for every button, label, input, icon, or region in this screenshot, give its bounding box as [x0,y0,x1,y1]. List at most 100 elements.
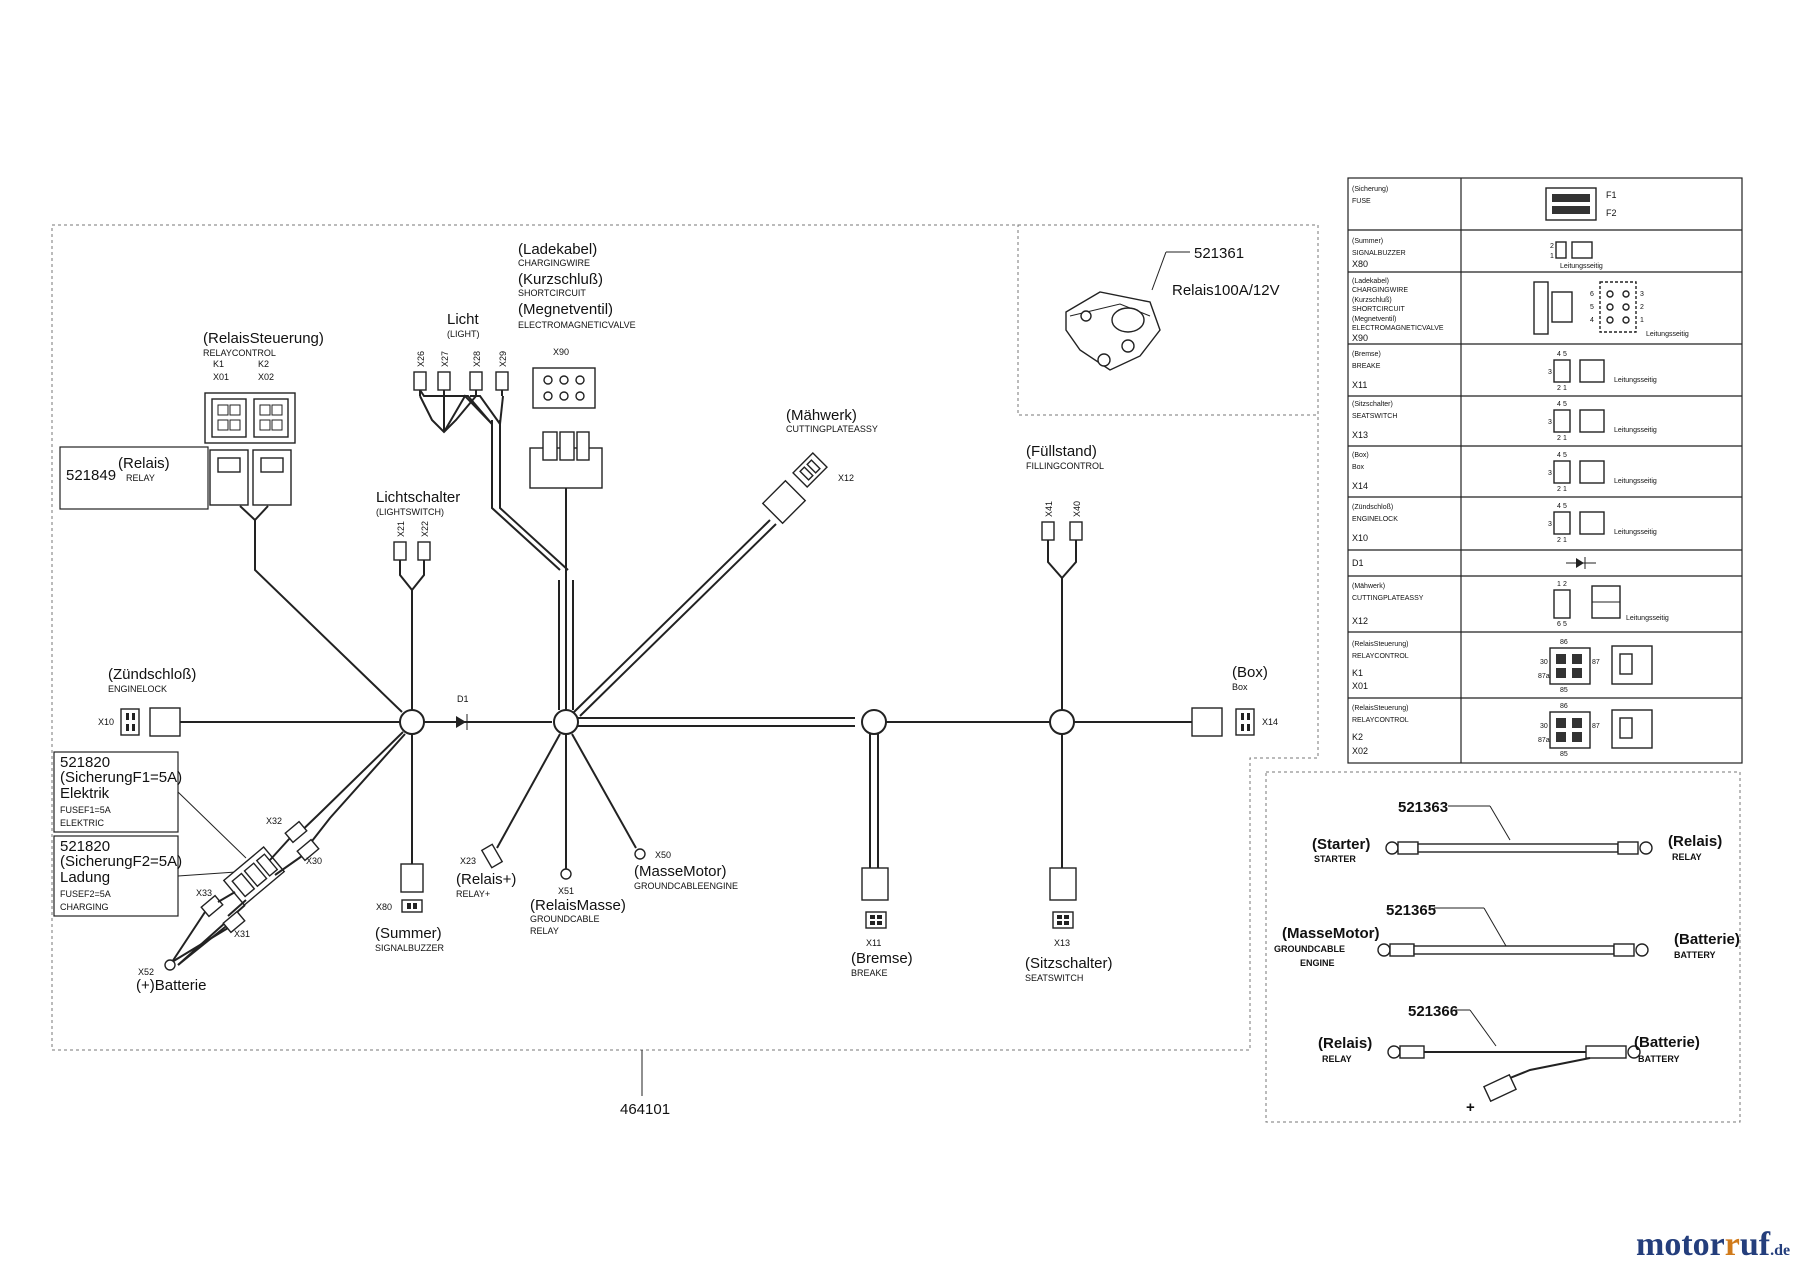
fuse-holder-cluster-line [227,899,247,917]
enginelock-group-rect [132,724,135,731]
connector-legend-table-rect [1545,187,1597,221]
main-harness-wires-polyline [411,560,425,591]
relay-box-en: RELAY [126,473,155,483]
legend-row-brake-rect [1579,359,1605,383]
connector-legend-table-rect [1347,177,1743,764]
cutting-group-g [761,479,807,525]
relay-control-group[interactable]: (RelaisSteuerung) RELAYCONTROL K1 K2 X01… [203,330,324,506]
fuse2-en2: CHARGING [60,902,109,912]
connector-legend-table-text: 86 [1560,639,1568,646]
charging-de2: (Kurzschluß) [518,271,603,288]
filling-group[interactable]: (Füllstand) FILLINGCONTROL X41 X40 [1026,443,1104,541]
connector-legend-table-text: SIGNALBUZZER [1352,250,1406,257]
relay-521361[interactable]: 521361 Relais100A/12V [1065,245,1280,371]
relay-box-521849[interactable]: 521849 (Relais) RELAY [59,446,209,510]
cable-521363-line [1489,805,1511,841]
charging-group[interactable]: (Ladekabel) CHARGINGWIRE (Kurzschluß) SH… [518,241,636,489]
charging-group-circle [543,375,553,385]
box-group-rect [1191,707,1223,737]
legend-row-seatswitch-text: 4 [1557,401,1561,408]
filling-en: FILLINGCONTROL [1026,461,1104,471]
relay-control-group-rect [259,419,271,431]
relay-ground-en1: GROUNDCABLE [530,914,600,924]
main-harness-wires-polyline [499,395,504,425]
relay-plus-group-g-rect [480,843,504,869]
cutting-group-g [792,452,828,488]
cable-521366-text: 521366 [1408,1003,1458,1020]
connector-legend-table-text: (Megnetventil) [1352,316,1396,323]
buzzer-group-rect [401,899,423,913]
connector-legend-table-text: CUTTINGPLATEASSY [1352,595,1424,602]
relay-part-label: Relais100A/12V [1172,282,1280,299]
filling-x40: X40 [1072,501,1082,517]
motoruf-logo[interactable]: motorruf.de [1636,1226,1791,1263]
enginelock-group-rect [126,713,129,720]
legend-row-enginelock: (Zündschloß) ENGINELOCK X10 4 5 3 2 1 Le… [1352,503,1657,544]
relay-plus-group[interactable]: X23 (Relais+) RELAY+ [456,843,516,899]
brake-group[interactable]: X11 (Bremse) BREAKE [851,867,913,978]
relay-control-de: (RelaisSteuerung) [203,330,324,347]
cable-521366-g [1483,1073,1517,1103]
light-x28: X28 [472,351,482,367]
fuse-holder-cluster-line [177,871,237,877]
connector-legend-table-rect [1572,732,1582,742]
connector-legend-table-rect [1549,647,1591,685]
legend-row-brake: (Bremse) BREAKE X11 4 5 3 2 1 Leitungsse… [1352,351,1657,392]
buzzer-group[interactable]: X80 (Summer) SIGNALBUZZER [375,863,445,953]
fuse1-box[interactable]: 521820 (SicherungF1=5A) Elektrik FUSEF1=… [53,751,182,833]
legend-row-brake-text: (Bremse) [1352,351,1381,358]
cable-521366-line [1469,1009,1497,1047]
diode-d1-polygon [456,716,466,728]
connector-legend-table-text: (Mähwerk) [1352,583,1385,590]
box-group[interactable]: (Box) Box X14 [1191,664,1278,737]
legend-row-brake-text: 2 [1557,385,1561,392]
fuse2-box[interactable]: 521820 (SicherungF2=5A) Ladung FUSEF2=5A… [53,835,182,917]
brake-group-rect [861,867,889,901]
relay-ground-group-circle [560,868,572,880]
ground-motor-group[interactable]: X50 (MasseMotor) GROUNDCABLEENGINE [634,848,738,891]
connector-legend-table-circle [1606,316,1614,324]
connector-legend-table-rect [1556,732,1566,742]
cable-521365[interactable]: 521365 (MasseMotor) GROUNDCABLE ENGINE (… [1274,902,1740,968]
battery-terminal[interactable]: X52 (+)Batterie [136,967,206,994]
enginelock-group[interactable]: (Zündschloß) ENGINELOCK X10 [98,666,196,737]
connector-legend-table-text: (RelaisSteuerung) [1352,705,1408,712]
relay-ground-en2: RELAY [530,926,559,936]
cutting-group[interactable]: (Mähwerk) CUTTINGPLATEASSY X12 [761,407,878,525]
connector-legend-table-text: 5 [1590,304,1594,311]
cable-521365-circle [1377,943,1391,957]
enginelock-en: ENGINELOCK [108,684,167,694]
relay-plus-en: RELAY+ [456,889,490,899]
lightswitch-group[interactable]: Lichtschalter (LIGHTSWITCH) X21 X22 [376,489,460,561]
connector-legend-table-rect [1619,717,1633,739]
connector-legend-table-polygon [1576,558,1584,568]
connector-legend-table-text: (RelaisSteuerung) [1352,641,1408,648]
seatswitch-group[interactable]: X13 (Sitzschalter) SEATSWITCH [1025,867,1113,983]
legend-row-box-text: 2 [1557,486,1561,493]
connector-legend-table-text: Leitungsseitig [1560,263,1603,270]
connector-legend-table-text: ELECTROMAGNETICVALVE [1352,325,1444,332]
box-en: Box [1232,682,1248,692]
cable-521363[interactable]: 521363 (Starter) STARTER (Relais) RELAY [1312,799,1722,864]
light-connectors: X26 X27 X28 X29 [413,351,509,434]
cable-521363-text: (Starter) [1312,836,1370,853]
connector-legend-table-rect [1549,711,1591,749]
legend-row-enginelock-text: (Zündschloß) [1352,504,1393,511]
main-harness-wires-polyline [419,389,493,425]
legend-row-brake-text: 4 [1557,351,1561,358]
relay-control-group-rect [271,404,283,416]
legend-row-box-text: Box [1352,464,1365,471]
buzzer-de: (Summer) [375,925,442,942]
charging-de1: (Ladekabel) [518,241,597,258]
box-de: (Box) [1232,664,1268,681]
cable-521366[interactable]: 521366 (Relais) RELAY + (Batterie) BATTE… [1318,1003,1700,1116]
legend-row-seatswitch-text: 5 [1563,401,1567,408]
legend-row-brake-rect [1553,359,1571,383]
main-harness-wires-line [579,523,777,717]
light-group[interactable]: Licht (LIGHT) X26 X27 X28 X29 [413,311,509,434]
relay-ground-group[interactable]: X51 (RelaisMasse) GROUNDCABLE RELAY [530,868,626,936]
main-harness-wires-line [496,733,561,849]
fuse-holder-cluster-g [222,846,286,906]
legend-row-enginelock-rect [1579,511,1605,535]
cable-521363-rect [1417,843,1619,853]
